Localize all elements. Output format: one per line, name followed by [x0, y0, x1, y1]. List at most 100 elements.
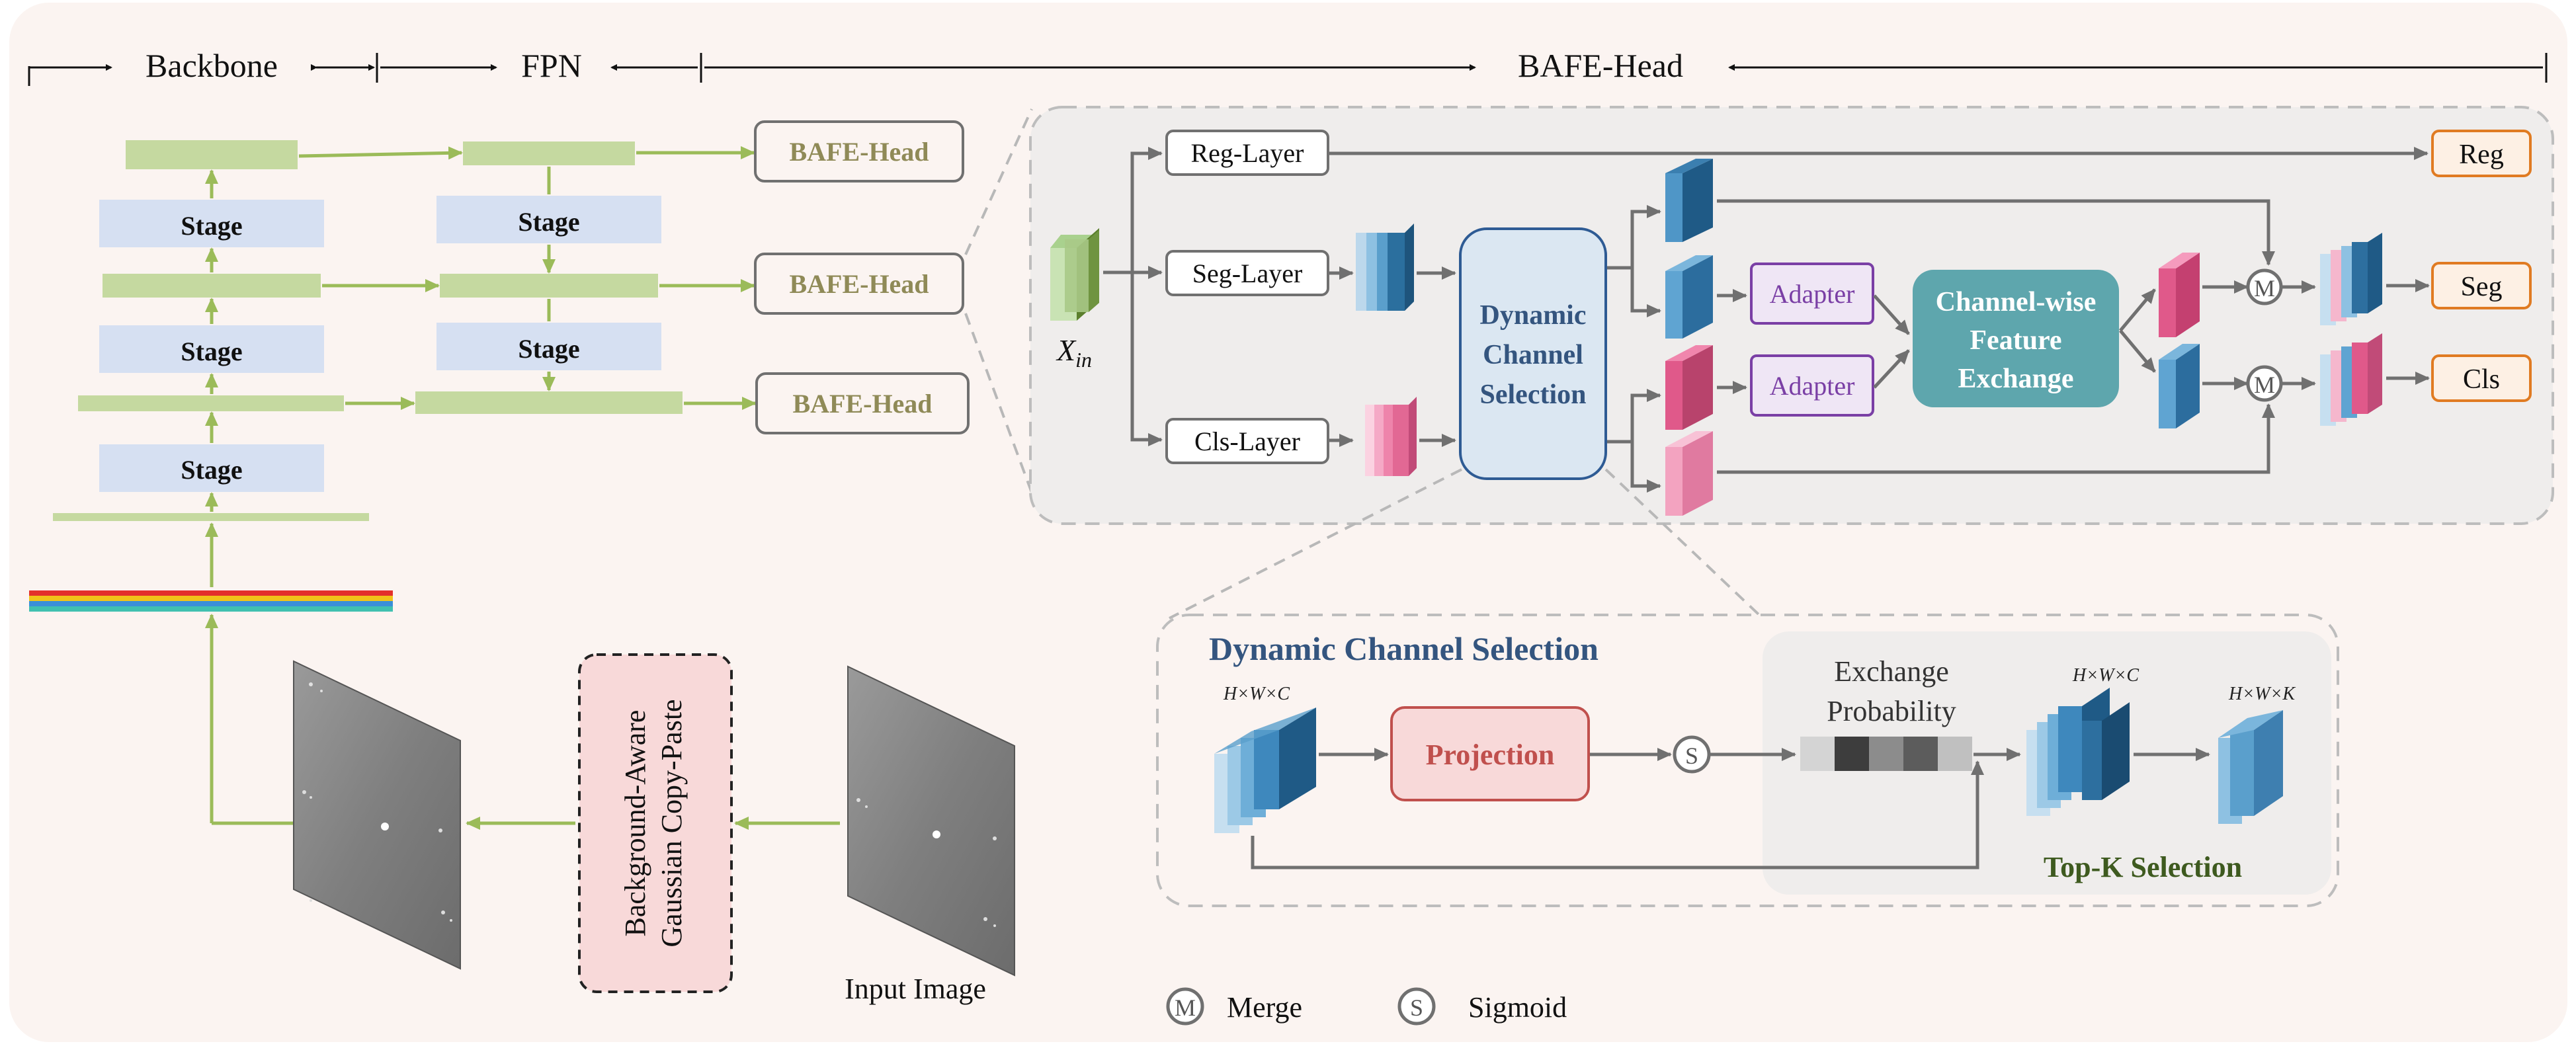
bafe-head-label: BAFE-Head — [1518, 47, 1683, 84]
augmented-image — [293, 660, 461, 970]
cfe-line2: Feature — [1970, 325, 2061, 356]
projection-label: Projection — [1426, 739, 1555, 771]
exchanged-cls-tensor — [2159, 253, 2200, 337]
output-cls-label: Cls — [2463, 364, 2500, 395]
legend-sigmoid-symbol: S — [1410, 994, 1423, 1021]
selected-cls-tensor-2 — [1665, 431, 1713, 516]
section-header: Backbone FPN BAFE-Head — [28, 47, 2548, 86]
dcs-line3: Selection — [1480, 380, 1587, 410]
bafe-head-box — [754, 253, 964, 315]
fpn-stage-1 — [436, 323, 661, 370]
dcs-detail-title: Dynamic Channel Selection — [1209, 630, 1599, 667]
legend: M Merge S Sigmoid — [1166, 987, 1567, 1026]
output-seg-label: Seg — [2461, 272, 2503, 302]
dim-mid: H×W×C — [2072, 665, 2139, 686]
sigmoid-icon — [1673, 735, 1711, 774]
merged-cls-tensor — [2320, 333, 2382, 426]
dcs-input-tensor — [1214, 707, 1316, 833]
output-cls — [2431, 354, 2532, 402]
seg-feature-tensor — [1356, 223, 1414, 311]
backbone: Stage Stage Stage — [29, 140, 460, 830]
fpn-stage-label: Stage — [518, 207, 579, 237]
bafe-head-box-label: BAFE-Head — [789, 137, 929, 167]
cls-feature-tensor — [1365, 397, 1417, 476]
augment-line2: Gaussian Copy-Paste — [655, 699, 688, 947]
dcs-detail: Dynamic Channel Selection H×W×C Projecti… — [1156, 614, 2339, 907]
output-reg-label: Reg — [2459, 140, 2504, 170]
input-tensor-bar — [29, 590, 393, 596]
output-seg — [2431, 262, 2532, 309]
legend-merge-label: Merge — [1227, 991, 1302, 1024]
backbone-feature-c2 — [53, 513, 369, 521]
backbone-stage-label: Stage — [181, 455, 242, 485]
input-image-label: Input Image — [845, 973, 986, 1005]
merge-icon-symbol: M — [2254, 372, 2275, 398]
seg-layer-box — [1165, 250, 1329, 296]
backbone-feature-c4 — [103, 274, 321, 298]
backbone-stage-1 — [99, 444, 324, 492]
bafe-head-box-label: BAFE-Head — [789, 269, 929, 299]
merged-seg-tensor — [2320, 233, 2382, 325]
merge-icon-symbol: M — [2254, 275, 2275, 302]
exchange-prob-line2: Probability — [1827, 695, 1956, 727]
bafe-head-box — [754, 120, 964, 182]
cfe-box — [1913, 270, 2119, 407]
dcs-line2: Channel — [1483, 340, 1583, 370]
topk-label: Top-K Selection — [2044, 851, 2242, 883]
selected-seg-tensor-2 — [1665, 255, 1713, 339]
bafe-head-box — [755, 372, 970, 434]
dim-input: H×W×C — [1223, 684, 1290, 704]
fpn-label: FPN — [521, 47, 582, 84]
fpn-stage-2 — [436, 196, 661, 243]
input-image — [847, 665, 1015, 977]
backbone-stage-label: Stage — [181, 211, 242, 241]
backbone-stage-2 — [99, 325, 324, 373]
bafe-head-detail: Xin Reg-Layer Seg-Layer Cls-Layer — [1029, 106, 2554, 525]
fpn-feature-p3 — [415, 391, 683, 414]
backbone-feature-c3 — [78, 395, 344, 411]
bafe-head-box-label: BAFE-Head — [792, 389, 932, 419]
cls-layer-label: Cls-Layer — [1194, 426, 1300, 456]
cls-layer-box — [1165, 418, 1329, 464]
selection-tensor — [2026, 688, 2130, 816]
merge-icon — [2246, 365, 2283, 402]
dcs-box — [1459, 227, 1607, 480]
adapter-label: Adapter — [1770, 371, 1855, 401]
adapter-cls — [1750, 354, 1874, 417]
sigmoid-icon-symbol: S — [1685, 743, 1698, 769]
adapter-seg — [1750, 262, 1874, 325]
input-feature-tensor — [1050, 228, 1099, 321]
fpn: Stage Stage — [298, 141, 757, 414]
dcs-line1: Dynamic — [1480, 300, 1587, 331]
exchanged-seg-tensor — [2159, 344, 2200, 428]
backbone-feature-c5 — [126, 140, 298, 169]
output-reg — [2431, 130, 2532, 177]
legend-sigmoid-label: Sigmoid — [1468, 991, 1567, 1024]
dim-output: H×W×K — [2228, 684, 2296, 704]
fpn-feature-p5 — [463, 141, 635, 165]
backbone-stage-3 — [99, 200, 324, 247]
selected-seg-tensor-1 — [1665, 159, 1713, 242]
backbone-stage-label: Stage — [181, 337, 242, 366]
exchange-prob-line1: Exchange — [1834, 655, 1948, 688]
augment-line1: Background-Aware — [619, 710, 651, 937]
projection-box — [1390, 706, 1590, 801]
exchange-probability-bar — [1800, 737, 1972, 771]
merge-icon — [2246, 268, 2283, 305]
merge-icon — [1166, 987, 1204, 1026]
fpn-feature-p4 — [440, 274, 658, 298]
legend-merge-symbol: M — [1175, 994, 1196, 1021]
seg-layer-label: Seg-Layer — [1192, 259, 1303, 288]
selected-cls-tensor-1 — [1665, 345, 1713, 430]
xin-label: Xin — [1056, 333, 1092, 372]
fpn-stage-label: Stage — [518, 334, 579, 364]
bafe-heads: BAFE-Head BAFE-Head BAFE-Head — [754, 120, 970, 434]
cfe-line3: Exchange — [1958, 364, 2073, 394]
cfe-line1: Channel-wise — [1936, 287, 2097, 317]
selected-output-tensor — [2218, 710, 2283, 824]
reg-layer-box — [1165, 130, 1329, 176]
reg-layer-label: Reg-Layer — [1190, 138, 1304, 168]
sigmoid-icon — [1397, 987, 1436, 1026]
